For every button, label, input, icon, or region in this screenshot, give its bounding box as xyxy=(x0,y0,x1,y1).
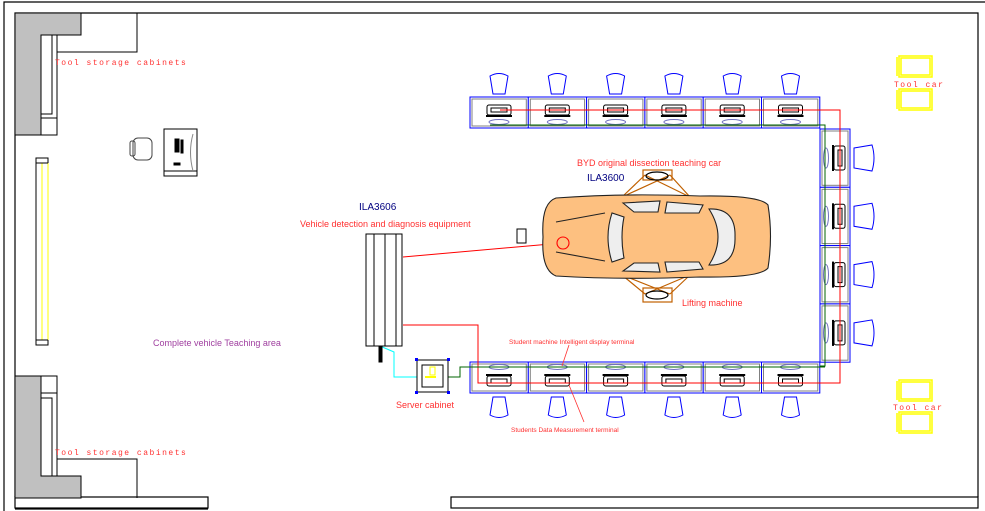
workstation-right xyxy=(819,303,875,363)
monitor-base xyxy=(832,261,834,288)
keyboard-icon xyxy=(823,205,829,227)
chair-icon xyxy=(547,396,567,418)
window-light-strip xyxy=(35,157,49,346)
label-student-measure: Students Data Measurement terminal xyxy=(511,427,619,434)
desk-inner xyxy=(821,130,849,186)
label-tool-car-top: Tool car xyxy=(894,81,944,90)
monitor-base xyxy=(832,203,834,230)
chair-icon xyxy=(722,396,742,418)
keyboard-icon xyxy=(823,147,829,169)
keyboard-icon xyxy=(823,322,829,344)
monitor-base xyxy=(602,374,629,376)
chair-icon xyxy=(489,396,509,418)
monitor-base xyxy=(544,374,571,376)
label-teaching-area: Complete vehicle Teaching area xyxy=(153,338,281,348)
monitor-base xyxy=(777,115,804,117)
monitor-base xyxy=(660,374,687,376)
room-walls xyxy=(3,1,985,511)
chair-icon xyxy=(664,73,684,95)
monitor-base xyxy=(544,115,571,117)
workstation-top xyxy=(761,73,821,129)
chair-icon xyxy=(853,202,875,230)
workstation-top xyxy=(644,73,704,129)
chair-icon xyxy=(547,73,567,95)
workstation-bottom xyxy=(586,361,646,418)
monitor-base xyxy=(832,145,834,171)
workstation-right xyxy=(819,186,875,247)
workstation-right xyxy=(819,245,875,305)
chair-icon xyxy=(853,144,875,172)
label-lifting-machine: Lifting machine xyxy=(682,298,743,308)
monitor-base xyxy=(602,115,629,117)
label-byd-car: BYD original dissection teaching car xyxy=(577,158,721,168)
workstation-top xyxy=(586,73,646,129)
workstation-top xyxy=(527,73,588,129)
desk-inner xyxy=(763,98,819,127)
label-server-cabinet: Server cabinet xyxy=(396,400,455,410)
network-cabling xyxy=(379,109,841,384)
workstation-bottom xyxy=(702,361,763,418)
workstation-bottom xyxy=(761,361,821,418)
workstation-top xyxy=(469,73,529,129)
monitor-base xyxy=(486,374,512,376)
tool-car-top xyxy=(896,55,933,111)
desk-inner xyxy=(471,363,527,392)
chair-icon xyxy=(489,73,509,95)
teaching-car xyxy=(542,194,772,279)
monitor-base xyxy=(719,115,746,117)
monitor-base xyxy=(719,374,746,376)
label-ila3600: ILA3600 xyxy=(587,173,625,184)
chair-icon xyxy=(664,396,684,418)
chair-icon xyxy=(722,73,742,95)
chair-icon xyxy=(780,73,801,95)
lifting-machine xyxy=(621,169,691,303)
desk-inner xyxy=(646,98,702,127)
desk-inner xyxy=(821,305,849,361)
label-tool-storage-top: Tool storage cabinets xyxy=(55,59,187,68)
teacher-desk xyxy=(163,128,198,177)
desk-inner xyxy=(821,188,849,245)
label-tool-storage-bottom: Tool storage cabinets xyxy=(55,449,187,458)
monitor-base xyxy=(660,115,687,117)
vehicle-diagnosis-equipment xyxy=(365,228,527,363)
desk-inner xyxy=(763,363,819,392)
monitor-base xyxy=(832,319,834,346)
label-student-display: Student machine Intelligent display term… xyxy=(509,339,635,346)
chair-icon xyxy=(780,396,801,418)
chair-icon xyxy=(606,73,626,95)
server-cabinet xyxy=(415,358,450,394)
chair-icon xyxy=(853,261,875,289)
workstation-right xyxy=(819,128,875,188)
desk-inner xyxy=(704,363,761,392)
tool-car-bottom xyxy=(896,379,933,434)
label-tool-car-bottom: Tool car xyxy=(893,404,943,413)
monitor-base xyxy=(777,374,804,376)
label-ila3606: ILA3606 xyxy=(359,202,397,213)
desk-inner xyxy=(704,98,761,127)
chair-icon xyxy=(606,396,626,418)
desk-inner xyxy=(471,98,527,127)
desk-inner xyxy=(646,363,702,392)
teacher-chair-icon xyxy=(129,137,153,161)
workstation-top xyxy=(702,73,763,129)
desk-inner xyxy=(821,247,849,303)
desk-inner xyxy=(529,98,586,127)
tool-storage-cabinets-top xyxy=(14,12,138,136)
workstation-bottom xyxy=(644,361,704,418)
keyboard-icon xyxy=(823,264,829,286)
desk-inner xyxy=(588,363,644,392)
desk-inner xyxy=(529,363,586,392)
workstation-bottom xyxy=(527,361,588,418)
tool-storage-cabinets-bottom xyxy=(14,375,138,499)
workstation-bottom xyxy=(469,361,529,418)
label-vehicle-detection: Vehicle detection and diagnosis equipmen… xyxy=(300,219,471,229)
chair-icon xyxy=(853,319,875,347)
leader-lines xyxy=(561,344,585,423)
desk-inner xyxy=(588,98,644,127)
monitor-base xyxy=(486,115,512,117)
